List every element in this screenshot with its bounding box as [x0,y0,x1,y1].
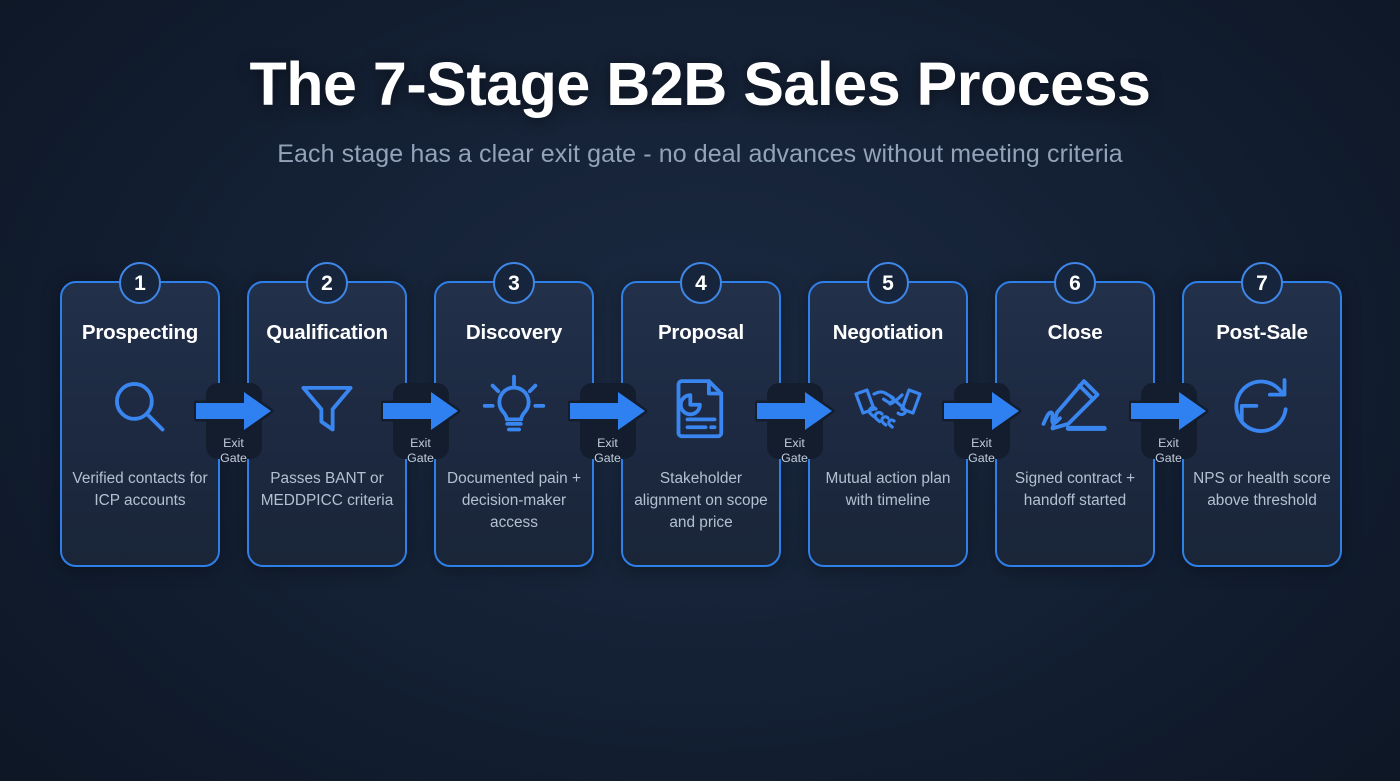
signature-pen-icon [1039,371,1111,443]
exit-gate: Exit Gate [754,383,834,465]
lightbulb-icon [478,371,550,443]
stage-description: Verified contacts for ICP accounts [72,470,208,509]
exit-gate-label: Exit Gate [594,436,621,465]
stage-number-badge: 1 [119,262,161,304]
exit-gate-label: Exit Gate [781,436,808,465]
stage-description: Documented pain + decision-maker access [447,470,581,531]
stage-description: NPS or health score above threshold [1193,470,1331,509]
handshake-icon [852,371,924,443]
stage-title: Discovery [465,321,563,344]
stage-title: Qualification [266,321,388,344]
exit-gate-connector-4: Exit Gate [754,281,834,567]
right-arrow-icon [941,389,1022,433]
right-arrow-icon [567,389,648,433]
exit-gate-label: Exit Gate [1155,436,1182,465]
stage-number-badge: 4 [680,262,722,304]
exit-gate-connector-1: Exit Gate [193,281,273,567]
stage-number-badge: 6 [1054,262,1096,304]
document-chart-icon [665,371,737,443]
stage-description: Mutual action plan with timeline [825,470,951,509]
page-subtitle: Each stage has a clear exit gate - no de… [277,140,1123,169]
stage-number-badge: 5 [867,262,909,304]
stage-number-badge: 2 [306,262,348,304]
right-arrow-icon [380,389,461,433]
exit-gate: Exit Gate [193,383,273,465]
refresh-cycle-icon [1226,371,1298,443]
exit-gate: Exit Gate [380,383,460,465]
exit-gate: Exit Gate [567,383,647,465]
exit-gate-connector-6: Exit Gate [1128,281,1208,567]
stage-description: Passes BANT or MEDDPICC criteria [260,470,394,509]
exit-gate-label: Exit Gate [220,436,247,465]
right-arrow-icon [193,389,274,433]
stage-description: Stakeholder alignment on scope and price [634,470,768,531]
exit-gate-connector-5: Exit Gate [941,281,1021,567]
right-arrow-icon [1128,389,1209,433]
stage-title: Post-Sale [1216,321,1308,344]
stage-title: Negotiation [832,321,944,344]
stage-title: Prospecting [81,321,199,344]
stage-description: Signed contract + handoff started [1014,470,1136,509]
exit-gate: Exit Gate [1128,383,1208,465]
stage-number-badge: 7 [1241,262,1283,304]
exit-gate-connector-2: Exit Gate [380,281,460,567]
exit-gate: Exit Gate [941,383,1021,465]
exit-gate-label: Exit Gate [968,436,995,465]
header: The 7-Stage B2B Sales Process Each stage… [0,0,1400,169]
exit-gate-label: Exit Gate [407,436,434,465]
page-title: The 7-Stage B2B Sales Process [249,50,1151,118]
exit-gate-connector-3: Exit Gate [567,281,647,567]
stage-number-badge: 3 [493,262,535,304]
stage-title: Close [1047,321,1103,344]
right-arrow-icon [754,389,835,433]
stage-title: Proposal [657,321,745,344]
funnel-icon [291,371,363,443]
magnifier-icon [104,371,176,443]
